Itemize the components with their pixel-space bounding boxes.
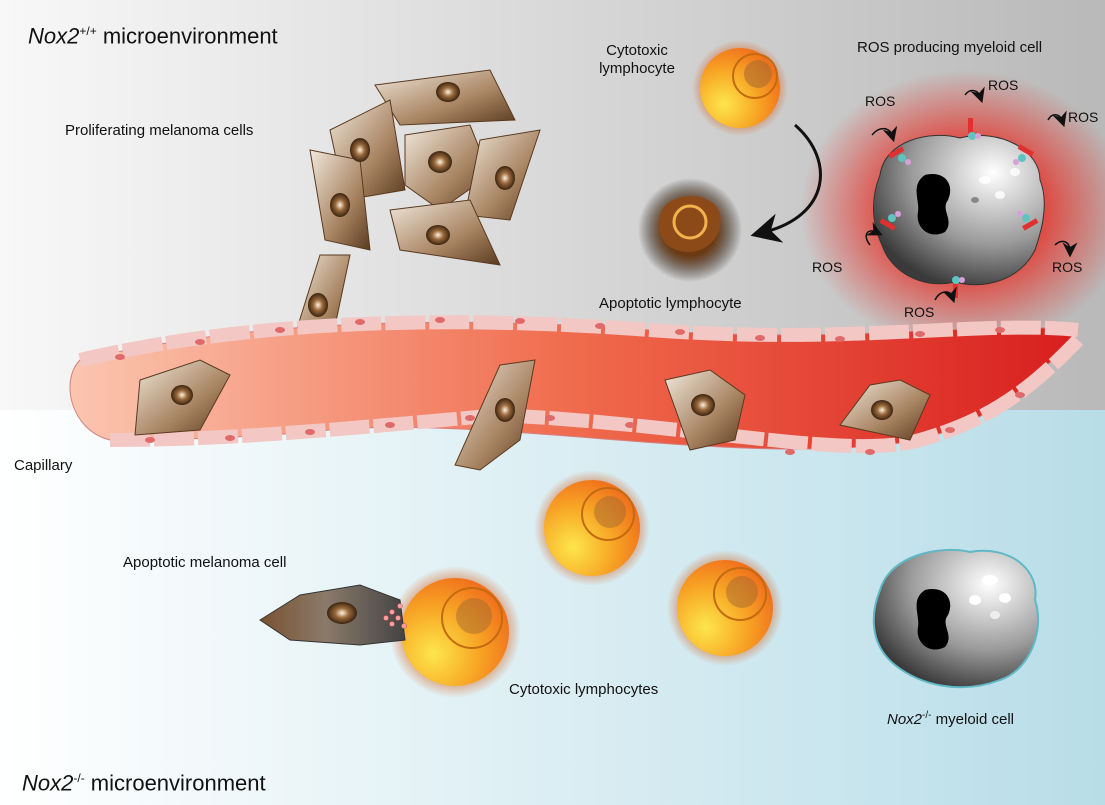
cytotoxic-lymphocyte-label: Cytotoxic lymphocyte bbox=[587, 42, 687, 78]
cytotoxic-label-line2: lymphocyte bbox=[587, 60, 687, 78]
ros-label-2: ROS bbox=[988, 76, 1018, 94]
cytotoxic-lymphocytes-label: Cytotoxic lymphocytes bbox=[509, 681, 658, 699]
cytotoxic-lymphocyte-1 bbox=[534, 470, 650, 586]
nox2-myeloid-label: Nox2-/- myeloid cell bbox=[887, 707, 1014, 729]
top-genotype: +/+ bbox=[79, 24, 96, 38]
bottom-genotype: -/- bbox=[73, 771, 84, 785]
bottom-gene: Nox2 bbox=[22, 770, 73, 795]
top-title-rest: microenvironment bbox=[97, 23, 278, 48]
apoptotic-lymphocyte-label: Apoptotic lymphocyte bbox=[599, 295, 742, 313]
top-microenvironment-title: Nox2+/+ microenvironment bbox=[28, 18, 278, 49]
cytotoxic-lymphocyte-2 bbox=[667, 550, 783, 666]
ros-label-5: ROS bbox=[1052, 258, 1082, 276]
ros-label-3: ROS bbox=[1068, 108, 1098, 126]
ros-label-6: ROS bbox=[904, 303, 934, 321]
apoptotic-lymphocyte bbox=[638, 178, 742, 282]
proliferating-melanoma-label: Proliferating melanoma cells bbox=[65, 122, 253, 140]
cytotoxic-lymphocyte-top bbox=[692, 40, 788, 136]
ros-label-4: ROS bbox=[812, 258, 842, 276]
top-gene: Nox2 bbox=[28, 23, 79, 48]
bottom-microenvironment-title: Nox2-/- microenvironment bbox=[22, 765, 266, 796]
apoptotic-melanoma-label: Apoptotic melanoma cell bbox=[123, 554, 286, 572]
capillary-label: Capillary bbox=[14, 457, 72, 475]
nox2-knockout-myeloid-cell bbox=[874, 550, 1038, 687]
ros-label-1: ROS bbox=[865, 92, 895, 110]
cytotoxic-lymphocyte-attacking bbox=[389, 566, 521, 698]
myeloid-label-rest: myeloid cell bbox=[931, 711, 1014, 728]
myeloid-gene: Nox2 bbox=[887, 711, 922, 728]
cytotoxic-label-line1: Cytotoxic bbox=[587, 42, 687, 60]
ros-producing-label: ROS producing myeloid cell bbox=[857, 39, 1042, 57]
bottom-title-rest: microenvironment bbox=[85, 770, 266, 795]
